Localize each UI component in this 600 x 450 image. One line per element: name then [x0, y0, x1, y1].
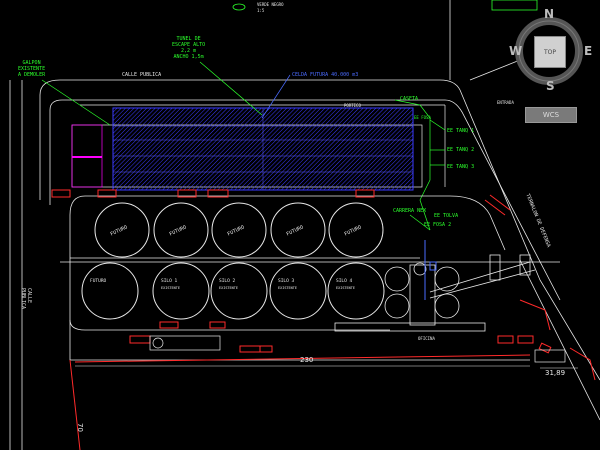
silo-top-5[interactable] [328, 202, 384, 258]
tunnel-label: TUNEL DE ESCAPE ALTO 2,2 m ANCHO 1,5m [172, 36, 206, 60]
caseta-label: CASETA [400, 96, 419, 102]
silo-top-2[interactable] [153, 202, 209, 258]
silos-bottom [81, 262, 385, 320]
dimension-left: 70 [76, 423, 84, 432]
silo-bottom-label: SILO 2 [219, 279, 236, 284]
silo-bottom-sublabel: EXISTENTE [219, 286, 238, 290]
compass-e[interactable]: E [584, 44, 593, 58]
dimension-lines [75, 365, 578, 369]
compass-ring-icon[interactable] [508, 12, 592, 96]
compass-s[interactable]: S [546, 79, 555, 93]
silo-bottom-1[interactable] [81, 262, 139, 320]
silo-bottom-2[interactable] [152, 262, 210, 320]
galpon-label: GALPON EXISTENTE A DEMOLER [18, 60, 46, 78]
carrera-label: CARRERA NEX [393, 208, 427, 214]
oficina-label: OFICINA [418, 336, 435, 341]
silo-bottom-sublabel: EXISTENTE [278, 286, 297, 290]
silo-bottom-4[interactable] [269, 262, 327, 320]
property-line [69, 354, 531, 450]
silo-bottom-label: SILO 1 [161, 279, 178, 284]
viewcube[interactable]: TOP [508, 12, 592, 96]
silos-top [94, 202, 384, 258]
silo-bottom-sublabel: EXISTENTE [161, 286, 180, 290]
silo-top-4[interactable] [270, 202, 326, 258]
top-right-frame [491, 0, 538, 11]
future-cell-label: CELDA FUTURA 40.000 m3 [292, 72, 359, 78]
compass-n[interactable]: N [544, 7, 555, 21]
top-note: VERDE NEGRO 1:5 [257, 2, 284, 13]
silo-bottom-label: SILO 3 [278, 279, 295, 284]
compass-w[interactable]: W [509, 44, 523, 58]
blue-marker [424, 240, 437, 300]
process-equipment [334, 254, 536, 332]
blue-leader [261, 74, 291, 119]
wcs-menu-button[interactable]: WCS [525, 107, 577, 123]
silo-bottom-label: SILO 4 [336, 279, 353, 284]
trucks [51, 189, 596, 381]
silo-bottom-sublabel: EXISTENTE [336, 286, 355, 290]
leader-lines [41, 61, 446, 231]
future-cell-area [112, 107, 414, 191]
silo-bottom-label: FUTURO [90, 279, 107, 284]
ee-tanq-2-label: EE TANQ 2 [447, 147, 475, 153]
silo-bottom-5[interactable] [327, 262, 385, 320]
silo-top-1[interactable] [94, 202, 150, 258]
viewcube-top-face[interactable]: TOP [534, 36, 566, 68]
ee-tanq-1-label: EE TANQ 1 [447, 128, 475, 134]
portico-label: PORTICO [344, 103, 361, 108]
ee-fosa-top-label: EE FOSA [414, 115, 431, 120]
calle-publica-top-label: CALLE PUBLICA [122, 72, 162, 78]
ee-tanq-3-label: EE TANQ 3 [447, 164, 475, 170]
calle-publica-left-label: CALLE PUBLICA [20, 288, 32, 310]
silo-yard [60, 195, 560, 331]
top-marker [232, 3, 246, 11]
ee-fosa-label: EE FOSA 2 [424, 222, 452, 228]
ee-tolva-label: EE TOLVA [434, 213, 459, 219]
silo-bottom-3[interactable] [210, 262, 268, 320]
silo-top-3[interactable] [211, 202, 267, 258]
office-building [149, 335, 566, 363]
dimension-horizontal: 230 [300, 356, 314, 364]
entrada-label: ENTRADA [497, 100, 514, 105]
dimension-right: 31,89 [545, 369, 566, 377]
